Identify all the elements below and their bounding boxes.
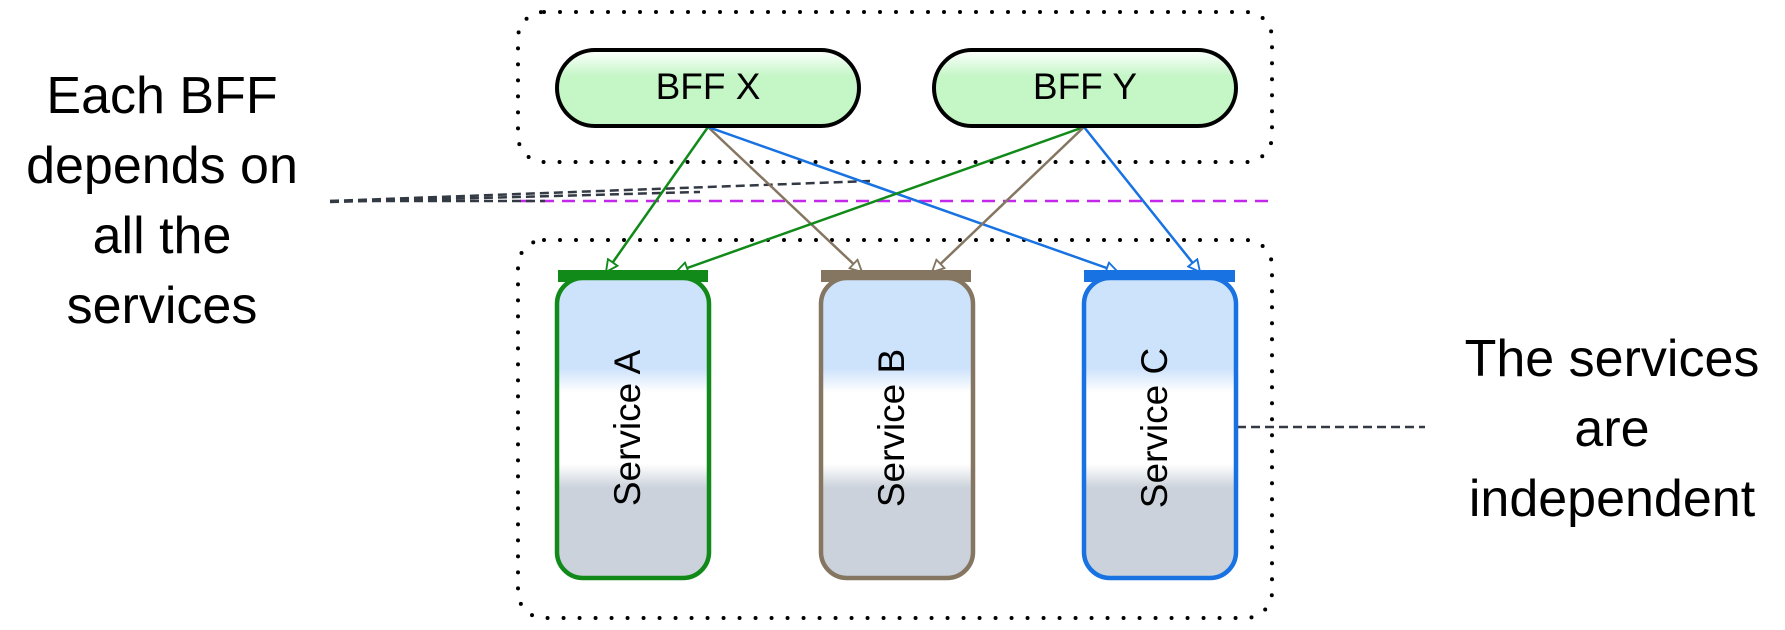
bff-node-y-label: BFF Y [1033, 66, 1137, 107]
dependency-arrows [606, 125, 1200, 272]
arrow-bffy-to-service-c [1083, 126, 1200, 272]
service-node-a[interactable]: Service A [554, 270, 712, 581]
left-annotation-leader [329, 179, 871, 204]
right-annotation-line-1: The services [1465, 330, 1760, 388]
service-a-label: Service A [607, 350, 648, 507]
bff-node-x[interactable]: BFF X [555, 48, 861, 128]
arrow-bffx-to-service-c [707, 125, 1118, 272]
bff-group-container [516, 10, 1274, 164]
services-group-container [516, 238, 1274, 620]
service-b-label: Service B [871, 349, 912, 507]
service-node-b[interactable]: Service B [818, 270, 976, 581]
right-annotation: The services are independent [1465, 330, 1760, 528]
arrow-bffx-to-service-b [707, 126, 862, 272]
right-annotation-line-3: independent [1469, 470, 1756, 528]
arrow-bffy-to-service-b [932, 126, 1085, 272]
service-node-c[interactable]: Service C [1081, 270, 1239, 581]
left-annotation-line-4: services [67, 277, 258, 335]
arrow-bffx-to-service-a [606, 126, 710, 272]
service-c-label: Service C [1134, 348, 1175, 508]
left-annotation-line-1: Each BFF [46, 67, 277, 125]
arrow-bffy-to-service-a [676, 125, 1085, 272]
bff-node-x-label: BFF X [656, 66, 761, 107]
right-annotation-line-2: are [1574, 400, 1649, 458]
bff-node-y[interactable]: BFF Y [932, 48, 1238, 128]
left-annotation-line-2: depends on [26, 137, 298, 195]
left-annotation-line-3: all the [93, 207, 232, 265]
left-annotation: Each BFF depends on all the services [26, 67, 298, 335]
